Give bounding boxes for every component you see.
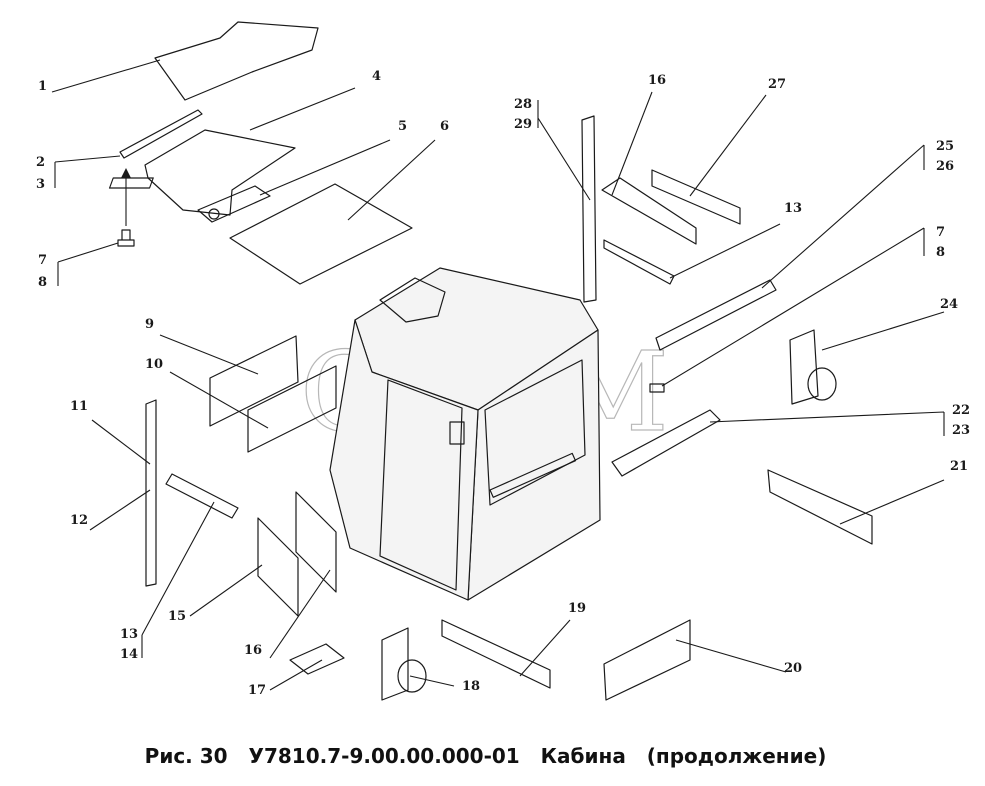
- label-20: 20: [784, 661, 802, 676]
- label-1: 1: [38, 79, 47, 94]
- label-16-right: 16: [648, 73, 666, 88]
- cab-window: [484, 359, 586, 506]
- part-1-roof-panel: [154, 21, 319, 101]
- arrow-head: [121, 168, 131, 178]
- part-9-glass: [209, 335, 299, 427]
- part-21-panel: [767, 469, 873, 545]
- label-15: 15: [168, 609, 186, 624]
- label-14: 14: [120, 647, 138, 662]
- door-handle-rail: [489, 452, 577, 498]
- label-13-right: 13: [784, 201, 802, 216]
- label-12: 12: [70, 513, 88, 528]
- figure-subtitle: (продолжение): [646, 744, 827, 768]
- figure-number: Рис. 30: [144, 744, 228, 768]
- console-display: [108, 177, 154, 189]
- label-9: 9: [145, 317, 154, 332]
- label-22: 22: [952, 403, 970, 418]
- label-13-left: 13: [120, 627, 138, 642]
- part-2-strip: [119, 109, 203, 159]
- label-7-left: 7: [38, 253, 47, 268]
- part-19-rail: [441, 619, 551, 689]
- part-13-strip: [603, 239, 675, 285]
- label-3: 3: [36, 177, 45, 192]
- label-5: 5: [398, 119, 407, 134]
- part-22-bracket: [611, 409, 721, 477]
- part-16-glass: [601, 177, 697, 245]
- label-27: 27: [768, 77, 786, 92]
- part-24-lamp: [789, 329, 837, 405]
- part-15-panel: [257, 517, 299, 617]
- part-4-console: [144, 129, 296, 216]
- label-29: 29: [514, 117, 532, 132]
- label-8-right: 8: [936, 245, 945, 260]
- label-16-left: 16: [244, 643, 262, 658]
- label-8-left: 8: [38, 275, 47, 290]
- label-18: 18: [462, 679, 480, 694]
- cab-front-opening: [379, 379, 463, 591]
- part-27-glass: [651, 169, 741, 225]
- label-26: 26: [936, 159, 954, 174]
- part-28-post: [581, 115, 597, 303]
- part-13-bracket: [165, 473, 239, 519]
- drawing-code: У7810.7-9.00.00.000-01: [248, 744, 520, 768]
- label-25: 25: [936, 139, 954, 154]
- label-19: 19: [568, 601, 586, 616]
- label-10: 10: [145, 357, 163, 372]
- label-28: 28: [514, 97, 532, 112]
- panel-gauge: [208, 208, 220, 220]
- part-10-glass: [247, 365, 337, 453]
- part-7-bolt: [117, 229, 135, 247]
- part-18-lamp: [381, 627, 427, 701]
- label-23: 23: [952, 423, 970, 438]
- label-24: 24: [940, 297, 958, 312]
- label-6: 6: [440, 119, 449, 134]
- label-11: 11: [70, 399, 88, 414]
- part-20-panel: [603, 619, 691, 701]
- roof-vent: [379, 277, 446, 323]
- part-11-post: [145, 399, 157, 587]
- leader-lines: [51, 59, 945, 691]
- label-21: 21: [950, 459, 968, 474]
- part-5-panel: [197, 185, 271, 223]
- label-7-right: 7: [936, 225, 945, 240]
- cab-body: [329, 267, 601, 601]
- control-plate: [449, 421, 465, 445]
- part-16-panel: [295, 491, 337, 593]
- figure-caption: Рис. 30 У7810.7-9.00.00.000-01 Кабина (п…: [0, 744, 985, 768]
- label-2: 2: [36, 155, 45, 170]
- cab-front: [329, 319, 479, 601]
- part-17-plate: [289, 643, 345, 675]
- label-17: 17: [248, 683, 266, 698]
- part-6-mat: [229, 183, 413, 285]
- figure-title: Кабина: [540, 744, 626, 768]
- label-4: 4: [372, 69, 381, 84]
- part-7-bolt-right: [649, 383, 665, 393]
- part-25-rail: [655, 279, 777, 351]
